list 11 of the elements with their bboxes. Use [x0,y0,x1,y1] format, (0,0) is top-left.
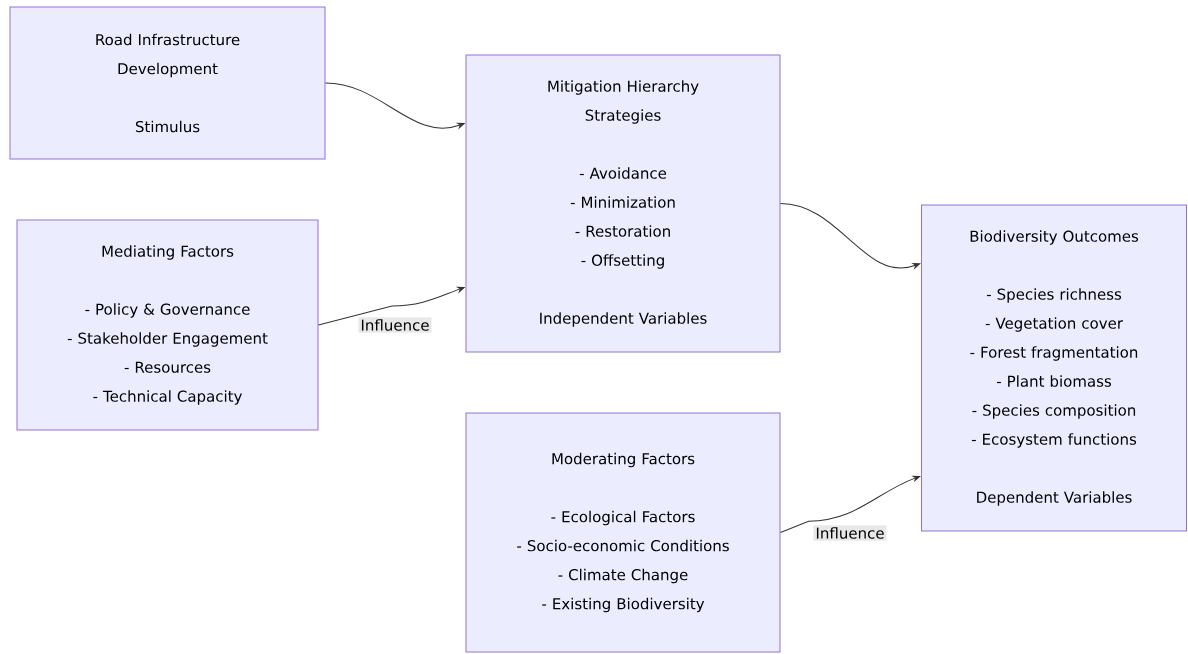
text-box: Mitigation Hierarchy Strategies - Avoidance - Minimization - Restoration - Offsetting Independent Variables [465,54,781,353]
arrow [780,475,921,533]
arrow [318,286,465,326]
text-box: Mediating Factors - Policy & Governance - Stakeholder Engagement - Resources - Technical Capacity [16,219,319,431]
edge-label: Influence [813,525,887,541]
text-box: Moderating Factors - Ecological Factors - Socio-economic Conditions - Climate Change - Existing Biodiversity [465,412,781,653]
edge-label: Influence [358,317,432,333]
text-box: Biodiversity Outcomes - Species richness - Vegetation cover - Forest fragmentation - Plant biomass - Species composition - Ecosystem functions Dependent Variables [921,204,1187,532]
text-box: Road Infrastructure Development Stimulus [9,6,326,160]
arrow [325,82,465,129]
arrow [780,203,921,269]
